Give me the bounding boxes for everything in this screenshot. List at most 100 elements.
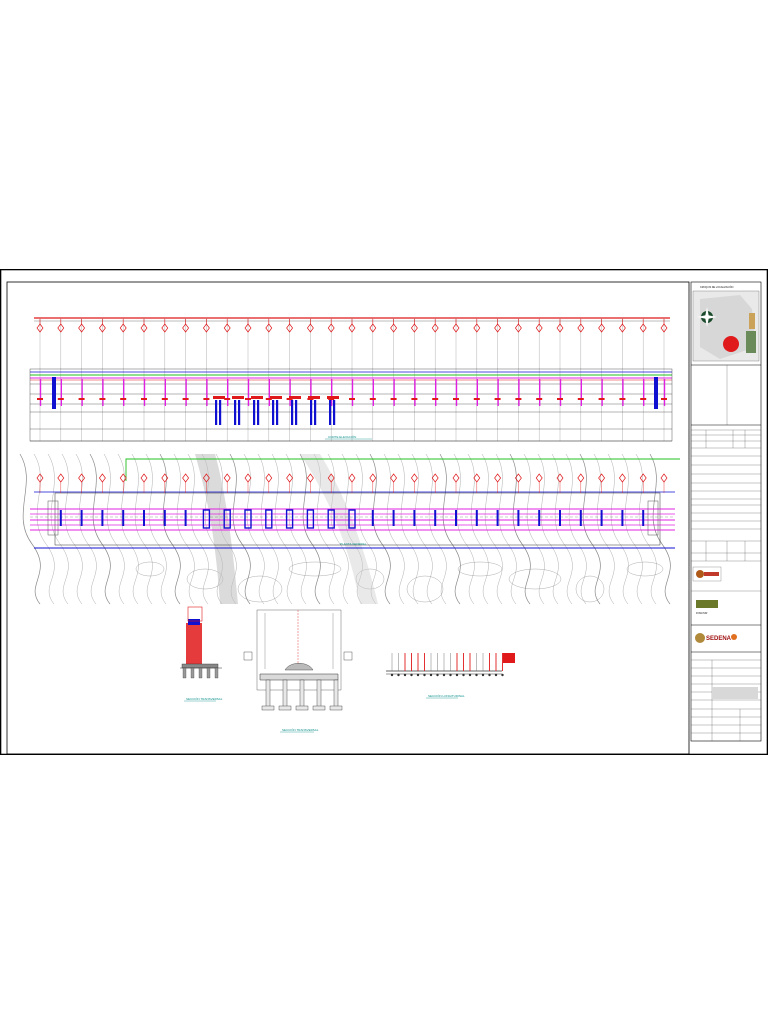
pier-marker-icon (182, 323, 190, 333)
pier-marker-icon (660, 323, 668, 333)
fonatur-logo: FONATUR (696, 612, 708, 615)
section-node (442, 673, 446, 677)
plan-pier-marker-icon (306, 473, 314, 483)
contour-line (33, 453, 55, 605)
section-node (423, 673, 426, 677)
contour-loop (135, 561, 165, 577)
section-node (455, 673, 459, 677)
pier-marker-icon (618, 323, 626, 333)
plan-pier-footing (348, 509, 356, 529)
plan-title: PLANTA GENERAL (340, 542, 367, 546)
plan-pier-marker-icon (639, 473, 647, 483)
pier-marker-icon (202, 323, 210, 333)
contour-line (397, 453, 419, 605)
plan-pier-footing (101, 510, 104, 526)
pier-cap (598, 398, 605, 400)
plan-pier-marker-icon (431, 473, 439, 483)
plan-pier-footing (621, 510, 624, 526)
plan-pier-footing (59, 510, 62, 526)
contour-line (369, 453, 391, 605)
pier-marker-icon (390, 323, 398, 333)
pier-marker-icon (244, 323, 252, 333)
plan-pier-marker-icon (78, 473, 86, 483)
contour-line (103, 453, 125, 605)
pier-marker-icon (119, 323, 127, 333)
contour-loop (626, 561, 664, 577)
pier-cap (141, 398, 147, 400)
plan-pier-footing (413, 510, 416, 526)
plan-pier-marker-icon (182, 473, 190, 483)
contour-line (635, 453, 657, 605)
topographic-contours (19, 453, 671, 605)
plan-pier-marker-icon (452, 473, 460, 483)
plan-pier-footing (80, 510, 83, 526)
plan-pier-marker-icon (98, 473, 106, 483)
contour-line (19, 453, 41, 605)
pier-marker-icon (514, 323, 522, 333)
contour-line (173, 453, 195, 605)
longitudinal-section: SECCIÓN LONGITUDINAL (386, 653, 515, 699)
plan-pier-marker-icon (618, 473, 626, 483)
pier-marker-icon (265, 323, 273, 333)
plan-pier-footing (143, 510, 145, 526)
pier-marker-icon (78, 323, 86, 333)
pier-marker-icon (223, 323, 231, 333)
pier-cap (245, 398, 251, 400)
elevation-title: CORTE ELEVACIÓN (328, 434, 356, 439)
cross-section-small: SECCIÓN TRANSVERSAL (180, 606, 223, 702)
plan-pier-footing (455, 510, 457, 526)
pile-cap (270, 396, 282, 399)
plan-pier-footing (600, 510, 603, 526)
plan-pier-marker-icon (286, 473, 294, 483)
drawing-sheet: CORTE ELEVACIÓN PLANTA GENERAL SECCIÓN T… (0, 269, 768, 755)
section-node (390, 673, 394, 677)
contour-loop (575, 575, 605, 603)
contour-line (89, 453, 111, 605)
location-header: CROQUIS DE LOCALIZACIÓN (700, 286, 734, 289)
pier-cap (577, 398, 584, 400)
plan-pier-footing (475, 510, 478, 526)
contour-line (257, 453, 279, 605)
column (282, 679, 288, 709)
plan-pier-marker-icon (577, 473, 585, 483)
pier-marker-icon (306, 323, 314, 333)
plan-pier-footing (163, 510, 166, 526)
pile (219, 400, 222, 425)
contour-line (299, 453, 321, 605)
pier-cap (432, 398, 439, 400)
section-node (501, 673, 504, 677)
pile (253, 400, 256, 425)
pier-cap (369, 398, 376, 400)
plan-pier-footing (538, 510, 541, 526)
plan-pier-marker-icon (598, 473, 606, 483)
plan-pier-footing (285, 509, 294, 529)
contour-line (61, 453, 83, 605)
pile (295, 400, 298, 425)
pier-cap (411, 398, 418, 400)
pier-marker-icon (494, 323, 502, 333)
plan-pier-marker-icon (410, 473, 418, 483)
contour-loop (355, 568, 385, 590)
contour-line (229, 453, 251, 605)
plan-pier-footing (223, 509, 231, 529)
contour-line (481, 453, 503, 605)
long-section-title: SECCIÓN LONGITUDINAL (428, 693, 465, 698)
pile (272, 400, 275, 425)
plan-pier-marker-icon (244, 473, 252, 483)
contour-line (271, 453, 293, 605)
column-footing (261, 705, 275, 711)
plan-pier-marker-icon (390, 473, 398, 483)
contour-line (145, 453, 167, 605)
column (299, 679, 305, 709)
section-node (397, 673, 400, 677)
plan-pier-footing (392, 510, 395, 526)
contour-line (453, 453, 475, 605)
pier-cap (203, 398, 210, 400)
pier-cap (515, 398, 522, 400)
plan-pier-marker-icon (119, 473, 127, 483)
section-node (488, 673, 491, 677)
pile (329, 400, 332, 425)
pier-cap (57, 398, 64, 400)
contour-loop (288, 561, 342, 577)
plan-pier-marker-icon (494, 473, 502, 483)
